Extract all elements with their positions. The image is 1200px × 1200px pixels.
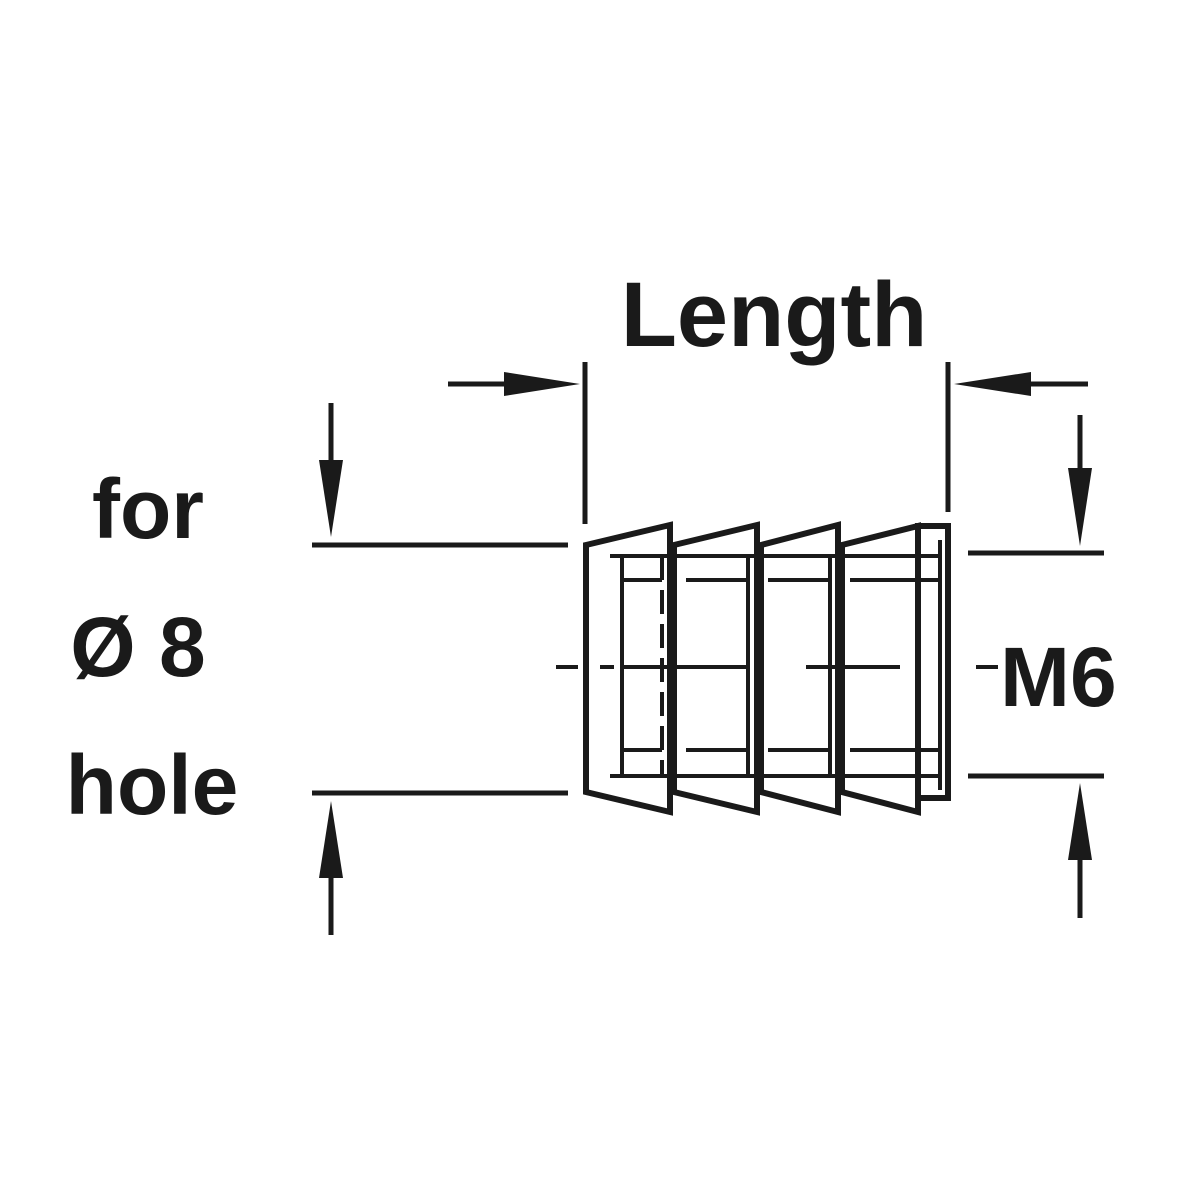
hole-dimension [312, 403, 568, 935]
thread-arrow-bottom-head [1068, 783, 1092, 860]
hole-arrow-bottom-head [319, 801, 343, 878]
hole-label-line-1: for [92, 462, 204, 556]
length-arrow-left-head [504, 372, 580, 396]
hole-label-line-3: hole [66, 738, 239, 832]
thread-label: M6 [1000, 630, 1117, 724]
threaded-insert [583, 521, 951, 816]
insert-segment-3 [758, 521, 841, 816]
thread-bore-lower [610, 748, 940, 778]
hole-arrow-top-head [319, 460, 343, 537]
length-arrow-right-head [954, 372, 1031, 396]
insert-segment-2 [671, 521, 760, 816]
length-label: Length [621, 264, 928, 366]
thread-arrow-top-head [1068, 468, 1092, 546]
insert-segment-4 [839, 522, 921, 816]
thread-dimension [968, 415, 1104, 918]
hole-label-line-2: Ø 8 [70, 600, 205, 694]
insert-flange [915, 523, 951, 801]
length-dimension [448, 362, 1088, 524]
thread-bore-verticals [620, 540, 942, 790]
thread-bore-upper [610, 554, 940, 582]
insert-segment-1 [583, 521, 673, 816]
